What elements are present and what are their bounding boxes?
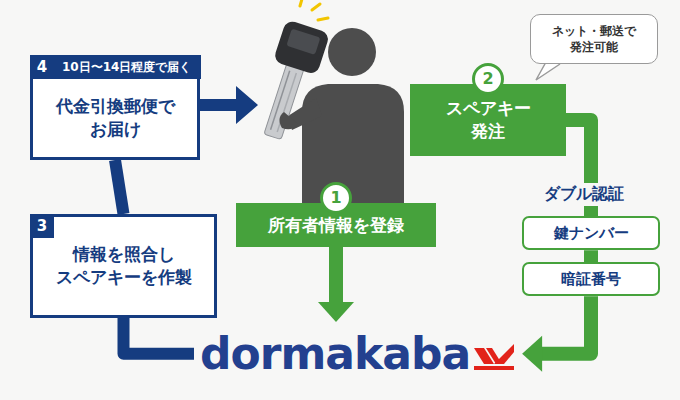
box-label: 情報を照合し スペアキーを作製 bbox=[47, 243, 200, 289]
logo-box: dormakaba bbox=[198, 324, 516, 383]
box-label: 所有者情報を登録 bbox=[268, 214, 404, 237]
flow-connector bbox=[318, 247, 354, 322]
sparkle bbox=[300, 0, 328, 20]
arrow-head bbox=[318, 302, 354, 322]
hand bbox=[279, 112, 298, 129]
auth-box: 鍵ナンバー bbox=[522, 216, 660, 250]
connector-line bbox=[541, 296, 591, 353]
step-number: 4 bbox=[30, 55, 54, 79]
blue-box: 410日〜14日程度で届く代金引換郵便で お届け bbox=[30, 76, 200, 160]
logo-mark bbox=[474, 344, 514, 372]
box-label: 暗証番号 bbox=[561, 269, 621, 289]
step-number: 2 bbox=[472, 63, 504, 95]
step-header: 410日〜14日程度で届く bbox=[30, 55, 201, 79]
flow-connector bbox=[124, 318, 195, 354]
box-label: ネット・郵送で 発注可能 bbox=[548, 23, 639, 55]
connector-line bbox=[329, 247, 343, 303]
connector-line bbox=[584, 250, 598, 262]
box-label: スペアキー 発注 bbox=[437, 97, 539, 143]
person-head bbox=[328, 28, 376, 76]
green-box: 2スペアキー 発注 bbox=[410, 84, 566, 156]
step-number: 1 bbox=[320, 182, 352, 214]
bubble-tail bbox=[536, 62, 560, 80]
arrow-head bbox=[522, 336, 542, 372]
flow-connector bbox=[115, 160, 124, 214]
green-box: 1所有者情報を登録 bbox=[236, 203, 436, 247]
key bbox=[251, 19, 331, 144]
box-label: 鍵ナンバー bbox=[554, 223, 629, 243]
auth-box: 暗証番号 bbox=[522, 262, 660, 296]
connector-line bbox=[115, 160, 124, 214]
step-number: 3 bbox=[30, 214, 54, 238]
bubble-box: ネット・郵送で 発注可能 bbox=[530, 14, 658, 64]
delivery-time: 10日〜14日程度で届く bbox=[54, 59, 201, 76]
connector-line bbox=[124, 318, 195, 354]
delivery-arrow bbox=[200, 86, 258, 124]
box-label: 代金引換郵便で お届け bbox=[47, 95, 183, 141]
logo-text: dormakaba bbox=[200, 324, 470, 383]
flow-connector bbox=[522, 296, 591, 371]
annotation-label: ダブル認証 bbox=[540, 183, 628, 206]
blue-box: 3 情報を照合し スペアキーを作製 bbox=[30, 214, 217, 318]
flow-connector bbox=[591, 250, 592, 262]
